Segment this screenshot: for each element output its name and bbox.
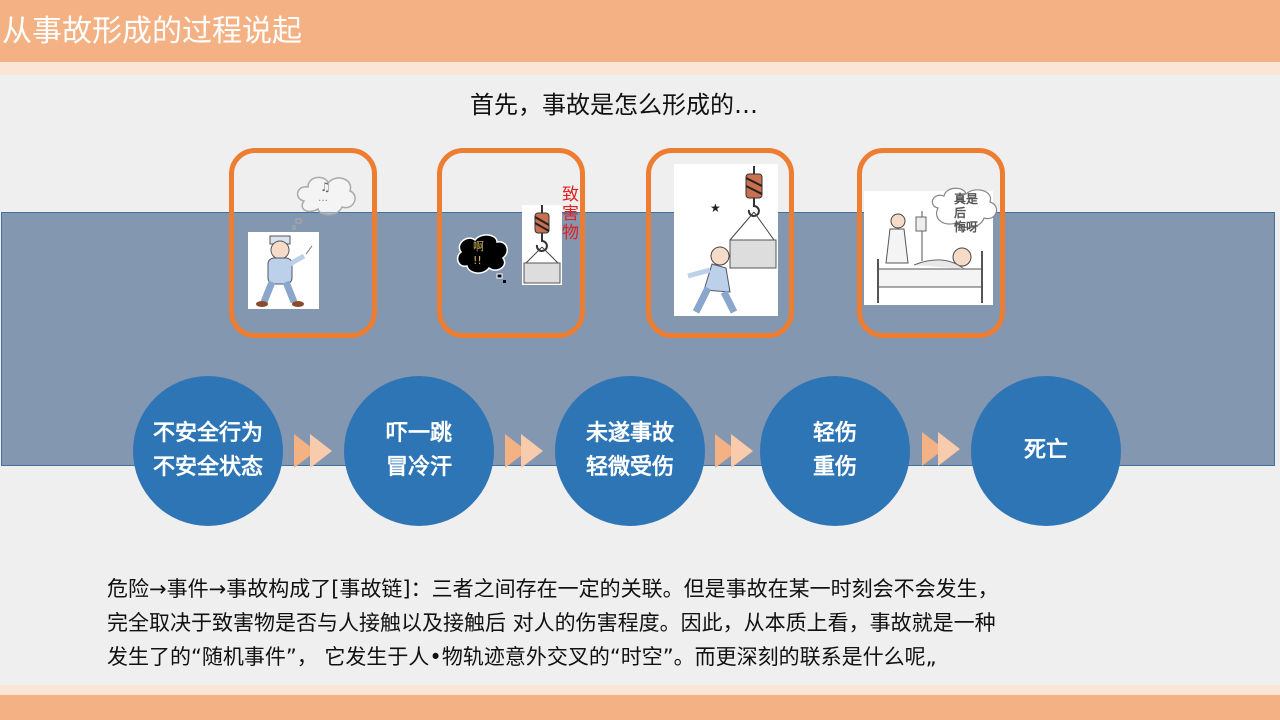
svg-text:…: … (318, 193, 328, 204)
exclamation-bubble-icon: 啊 !! (456, 234, 508, 283)
struck-worker-icon: ★ (687, 166, 777, 314)
stage-near-miss: 未遂事故 轻微受伤 (555, 376, 705, 526)
crane-hook-icon (523, 205, 561, 284)
double-chevron-arrow-icon (715, 434, 753, 468)
thought-cloud-icon: ♫ … (292, 176, 356, 230)
illustration-frame-3 (646, 148, 794, 338)
regret-bubble-text: 真是 后 悔呀 (954, 192, 979, 234)
double-chevron-arrow-icon (505, 434, 543, 468)
footer-bar (0, 695, 1280, 720)
svg-text:♫: ♫ (320, 180, 331, 194)
illustration-crane-load (522, 205, 562, 285)
illustration-frame-4 (857, 148, 1005, 338)
double-chevron-arrow-icon (922, 432, 960, 466)
hospital-bed-icon (877, 211, 983, 303)
illustration-frame-2 (437, 148, 585, 338)
svg-text:!!: !! (473, 254, 482, 267)
stage-label-line1: 吓一跳 (385, 421, 452, 446)
stage-injury: 轻伤 重伤 (760, 376, 910, 526)
paragraph-line: 完全取决于致害物是否与人接触以及接触后 对人的伤害程度。因此，从本质上看，事故就… (107, 611, 996, 635)
slide-title: 从事故形成的过程说起 (2, 14, 302, 49)
stage-label-line2: 冒冷汗 (385, 455, 452, 480)
paragraph-line: 发生了的“随机事件”， 它发生于人•物轨迹意外交叉的“时空”。而更深刻的联系是什… (107, 645, 937, 669)
hazard-label: 致害物 (562, 185, 579, 243)
illustration-worker-walking (248, 232, 319, 309)
stage-label-line1: 未遂事故 (585, 421, 674, 446)
regret-thought-bubble-icon (931, 187, 998, 229)
stage-label-line2: 不安全状态 (152, 455, 263, 480)
worker-icon (256, 235, 313, 307)
stage-label-line1: 不安全行为 (152, 421, 263, 446)
header-accent-strip (0, 62, 1280, 75)
stage-label-line1: 死亡 (1023, 438, 1068, 463)
svg-text:啊: 啊 (473, 240, 484, 253)
double-chevron-arrow-icon (294, 434, 332, 468)
footer-accent-strip (0, 685, 1280, 695)
stage-unsafe-behavior-state: 不安全行为 不安全状态 (133, 376, 283, 526)
stage-label-line2: 轻微受伤 (585, 455, 674, 480)
header-bar (0, 0, 1280, 62)
explanation-paragraph: 危险→事件→事故构成了[事故链]：三者之间存在一定的关联。但是事故在某一时刻会不… (107, 572, 1167, 674)
slide-subtitle: 首先，事故是怎么形成的… (470, 91, 758, 119)
illustration-frame-1 (229, 148, 377, 338)
stage-label-line2: 重伤 (812, 455, 857, 480)
paragraph-line: 危险→事件→事故构成了[事故链]：三者之间存在一定的关联。但是事故在某一时刻会不… (107, 577, 999, 601)
svg-text:★: ★ (710, 201, 721, 215)
illustration-worker-struck: ★ (674, 164, 778, 316)
stage-startled: 吓一跳 冒冷汗 (344, 376, 494, 526)
stage-death: 死亡 (971, 376, 1121, 526)
stage-label-line1: 轻伤 (812, 421, 857, 446)
